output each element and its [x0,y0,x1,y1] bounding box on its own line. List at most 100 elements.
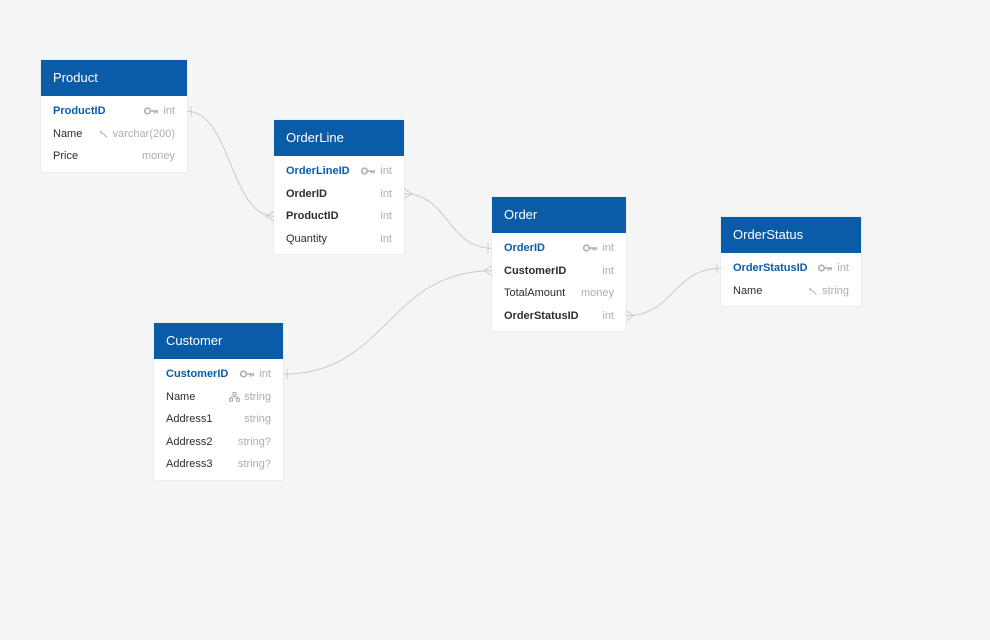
column-type-group: varchar(200) [99,128,175,140]
table-title[interactable]: Order [492,197,626,233]
column-type: string [822,284,849,297]
wrench-icon [99,129,109,139]
many-cardinality-marker [265,210,275,222]
column-row[interactable]: Name string [154,386,283,409]
column-name: OrderStatusID [733,262,808,275]
column-name: Name [166,390,196,403]
column-type-group: money [142,150,175,162]
column-row[interactable]: CustomerID int [492,260,626,283]
relationship-line [282,270,493,375]
relationship-order-orderstatus[interactable] [625,263,722,322]
key-icon [361,167,376,175]
column-row[interactable]: Price money [41,145,187,168]
relationship-orderline-order[interactable] [403,188,493,254]
column-type: string [244,390,271,403]
relationship-line [403,193,493,249]
column-name: Price [53,150,79,163]
column-type: int [837,262,849,275]
column-name: CustomerID [166,368,229,381]
column-type-group: string? [238,436,271,448]
column-row[interactable]: TotalAmount money [492,282,626,305]
column-type-group: string? [238,458,271,470]
wrench-icon [808,286,818,296]
column-name: OrderStatusID [504,309,579,322]
column-name: Quantity [286,232,327,245]
key-icon [583,244,598,252]
column-type-group: int [583,242,614,254]
table-title[interactable]: Customer [154,323,283,359]
many-cardinality-marker [625,310,635,322]
column-type-group: int [380,188,392,200]
column-type: string? [237,435,271,448]
column-type-group: int [818,262,849,274]
column-name: OrderLineID [286,165,350,178]
table-title[interactable]: OrderStatus [721,217,861,253]
column-type-group: string [229,391,271,403]
column-row[interactable]: Name varchar(200) [41,123,187,146]
column-type-group: int [240,368,271,380]
many-cardinality-marker [483,265,493,277]
relationship-line [625,267,722,317]
column-name: OrderID [286,187,327,200]
table-title[interactable]: OrderLine [274,120,404,156]
column-type-group: int [380,210,392,222]
relationship-customer-order[interactable] [282,265,493,380]
column-type-group: int [144,105,175,117]
column-name: ProductID [53,105,106,118]
column-name: ProductID [286,210,339,223]
relationship-line [186,110,275,217]
column-name: CustomerID [504,264,567,277]
column-row[interactable]: Address1 string [154,408,283,431]
column-type: string [244,413,271,426]
key-icon [818,264,833,272]
column-type: int [259,368,271,381]
column-type-group: string [808,285,849,297]
column-row[interactable]: OrderID int [274,183,404,206]
column-type: int [163,105,175,118]
column-type: int [380,232,392,245]
column-type: money [141,150,175,163]
column-type-group: int [380,233,392,245]
column-row[interactable]: OrderStatusID int [492,305,626,328]
column-type: int [602,264,614,277]
column-row[interactable]: ProductID int [274,205,404,228]
column-name: Address2 [166,435,213,448]
column-type-group: int [602,265,614,277]
relationship-product-orderline[interactable] [186,106,275,222]
column-row[interactable]: OrderStatusID int [721,257,861,280]
column-row[interactable]: Address2 string? [154,431,283,454]
column-type: varchar(200) [112,127,175,140]
column-type: int [602,309,614,322]
column-name: OrderID [504,242,545,255]
column-name: Address1 [166,413,213,426]
column-name: TotalAmount [504,287,566,300]
column-name: Name [53,127,83,140]
column-row[interactable]: CustomerID int [154,363,283,386]
column-type: money [580,287,614,300]
column-row[interactable]: OrderID int [492,237,626,260]
column-type-group: money [581,287,614,299]
column-type: int [380,210,392,223]
column-type-group: int [602,310,614,322]
many-cardinality-marker [403,188,413,200]
table-title[interactable]: Product [41,60,187,96]
column-row[interactable]: ProductID int [41,100,187,123]
key-icon [240,370,255,378]
column-type: string? [237,458,271,471]
column-type: int [380,187,392,200]
column-row[interactable]: Quantity int [274,228,404,251]
